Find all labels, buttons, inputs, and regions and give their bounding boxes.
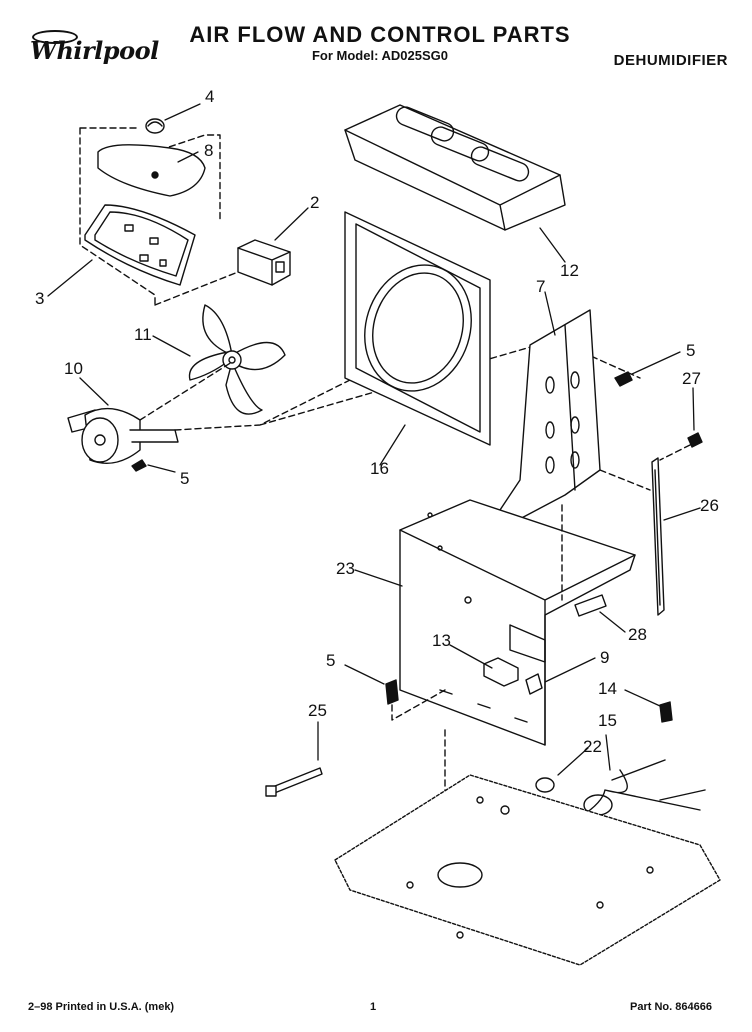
component-part-9 <box>526 674 542 694</box>
fan-motor-part-10 <box>68 409 178 464</box>
callout-12: 12 <box>560 261 579 280</box>
callout-25: 25 <box>308 701 327 720</box>
screw-part-5-lower <box>386 680 398 704</box>
base-pan <box>335 775 720 965</box>
callout-11: 11 <box>134 325 152 344</box>
rod-part-26 <box>652 458 664 615</box>
screw-part-27 <box>688 433 702 447</box>
print-info: 2–98 Printed in U.S.A. (mek) <box>28 1001 175 1013</box>
part-number: Part No. 864666 <box>630 1001 712 1013</box>
model-line: For Model: AD025SG0 <box>311 48 449 63</box>
plate-part-28 <box>575 595 606 616</box>
callout-26: 26 <box>700 496 719 515</box>
callout-16: 16 <box>370 459 389 478</box>
panel-cover-part-8 <box>98 145 205 196</box>
cabinet-part-23 <box>400 500 635 745</box>
component-part-22 <box>536 778 554 792</box>
callout-2: 2 <box>310 193 320 212</box>
fan-shroud-part-16 <box>345 212 490 445</box>
callout-leaders <box>48 104 700 775</box>
whirlpool-logo: Whirlpool <box>18 26 168 74</box>
callout-5-motor: 5 <box>180 469 190 488</box>
callout-9: 9 <box>600 648 610 667</box>
callout-22: 22 <box>583 737 602 756</box>
callout-7: 7 <box>536 277 546 296</box>
product-type: DEHUMIDIFIER <box>613 52 728 69</box>
page-number: 1 <box>370 1001 377 1013</box>
callout-3: 3 <box>35 289 45 308</box>
callout-5-right: 5 <box>686 341 696 360</box>
callout-28: 28 <box>628 625 647 644</box>
brand-wordmark: Whirlpool <box>30 36 159 65</box>
control-assembly-dashed-outline <box>80 128 220 305</box>
coil-part-7 <box>480 310 600 540</box>
logo-swoosh-icon <box>32 30 78 44</box>
cable-tie-part-25 <box>266 768 322 796</box>
callout-14: 14 <box>598 679 617 698</box>
motor-shaft-leader <box>140 362 232 420</box>
screw-part-5-motor <box>132 460 146 471</box>
callout-13: 13 <box>432 631 451 650</box>
knob-part-4 <box>146 119 164 133</box>
component-part-13 <box>484 658 518 686</box>
callout-23: 23 <box>336 559 355 578</box>
callout-27: 27 <box>682 369 701 388</box>
callout-8: 8 <box>204 141 214 160</box>
page-title: AIR FLOW AND CONTROL PARTS <box>189 22 571 47</box>
callout-5-lower: 5 <box>326 651 336 670</box>
callout-15: 15 <box>598 711 617 730</box>
fan-blade-part-11 <box>189 305 285 414</box>
callout-10: 10 <box>64 359 83 378</box>
top-grille-part-12 <box>345 104 565 230</box>
assembly-dashed-leaders <box>155 272 640 430</box>
screw-part-14 <box>660 702 672 722</box>
switch-part-2 <box>238 240 290 285</box>
control-board-part-3 <box>85 205 195 285</box>
screw-part-5-right <box>615 372 632 386</box>
callout-4: 4 <box>205 87 215 106</box>
